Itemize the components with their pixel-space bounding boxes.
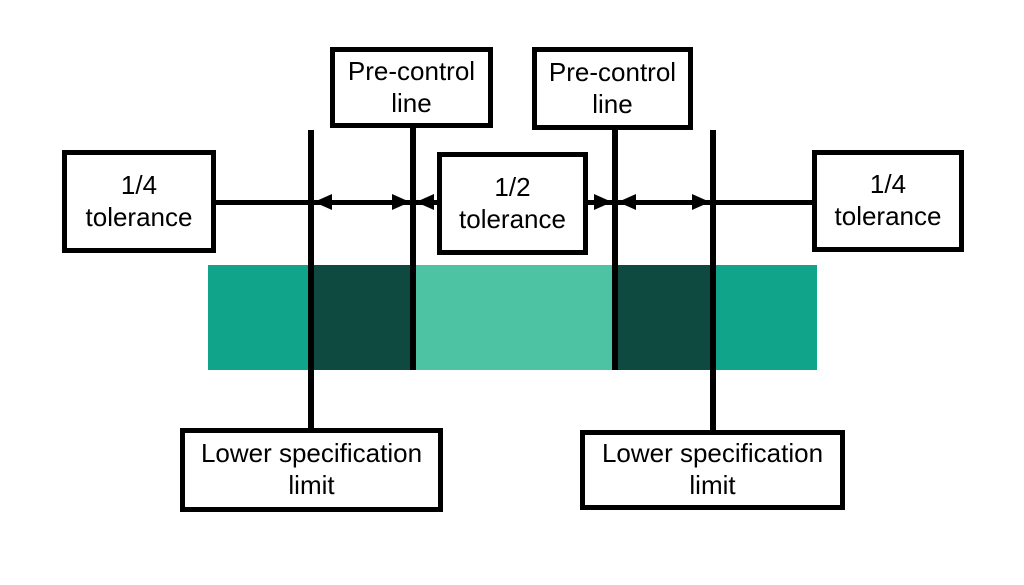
quarter-tolerance-left-label: 1/4 tolerance bbox=[85, 169, 193, 232]
lower-spec-limit-line-left bbox=[308, 130, 314, 428]
label-box-pre-control-left: Pre-control line bbox=[330, 47, 493, 128]
pre-control-line-marker-left bbox=[410, 125, 416, 370]
label-box-quarter-tolerance-right: 1/4 tolerance bbox=[812, 150, 964, 252]
arrowhead-left-icon bbox=[416, 194, 434, 210]
bar-segment-half-zone-center bbox=[413, 265, 615, 370]
half-tolerance-label: 1/2 tolerance bbox=[459, 171, 566, 234]
arrowhead-right-icon bbox=[392, 194, 410, 210]
pre-control-line-marker-right bbox=[612, 127, 618, 370]
lower-spec-right-label: Lower specification limit bbox=[601, 438, 824, 500]
lower-spec-left-label: Lower specification limit bbox=[200, 438, 423, 500]
arrowhead-left-icon bbox=[314, 194, 332, 210]
label-box-lower-spec-left: Lower specification limit bbox=[180, 428, 443, 512]
dimension-line-right-quarter bbox=[618, 200, 710, 205]
bar-segment-quarter-zone-right bbox=[615, 265, 713, 370]
arrowhead-right-icon bbox=[692, 194, 710, 210]
bar-segment-outside-left bbox=[208, 265, 311, 370]
arrowhead-right-icon bbox=[594, 194, 612, 210]
leader-line-left-quarter bbox=[216, 200, 311, 205]
arrowhead-left-icon bbox=[618, 194, 636, 210]
quarter-tolerance-right-label: 1/4 tolerance bbox=[834, 169, 942, 231]
label-box-pre-control-right: Pre-control line bbox=[532, 47, 693, 130]
pre-control-right-label: Pre-control line bbox=[548, 56, 677, 119]
label-box-lower-spec-right: Lower specification limit bbox=[580, 430, 845, 510]
leader-line-right-quarter bbox=[716, 200, 812, 205]
label-box-quarter-tolerance-left: 1/4 tolerance bbox=[62, 150, 216, 253]
lower-spec-limit-line-right bbox=[710, 130, 716, 430]
dimension-line-left-quarter bbox=[314, 200, 410, 205]
bar-segment-quarter-zone-left bbox=[311, 265, 413, 370]
label-box-half-tolerance: 1/2 tolerance bbox=[437, 152, 588, 255]
bar-segment-outside-right bbox=[713, 265, 817, 370]
pre-control-left-label: Pre-control line bbox=[347, 55, 476, 118]
